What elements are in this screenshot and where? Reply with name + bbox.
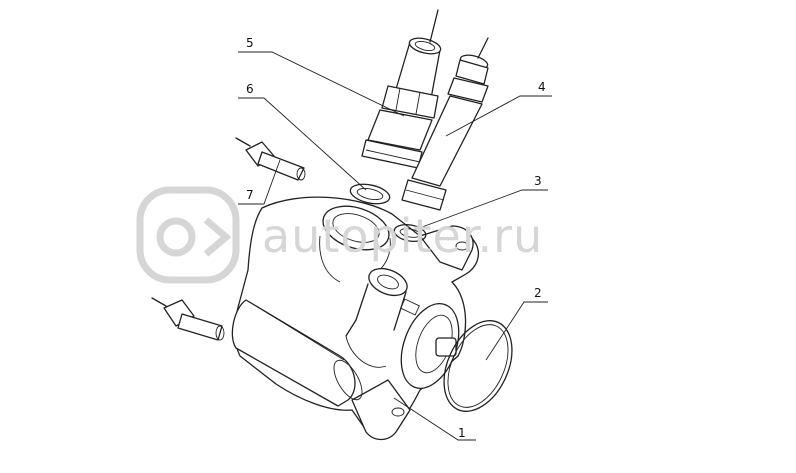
callout-5: 5 — [246, 36, 254, 50]
fitting-small — [401, 37, 489, 211]
callout-2: 2 — [534, 286, 542, 300]
bolt-upper — [235, 137, 306, 181]
leader-lines — [238, 51, 552, 441]
bolt-lower — [151, 297, 225, 341]
seal-ring — [349, 183, 391, 205]
callout-4: 4 — [538, 80, 546, 94]
callout-3: 3 — [534, 174, 542, 188]
watermark-logo — [136, 186, 240, 284]
callout-7: 7 — [246, 188, 254, 202]
seal-ring-small — [393, 223, 427, 243]
pump-body — [231, 196, 480, 441]
fitting-large — [361, 9, 442, 169]
callout-1: 1 — [458, 426, 466, 440]
callout-6: 6 — [246, 82, 254, 96]
watermark-text: autopiter.ru — [262, 209, 543, 263]
o-ring-large — [443, 320, 513, 412]
